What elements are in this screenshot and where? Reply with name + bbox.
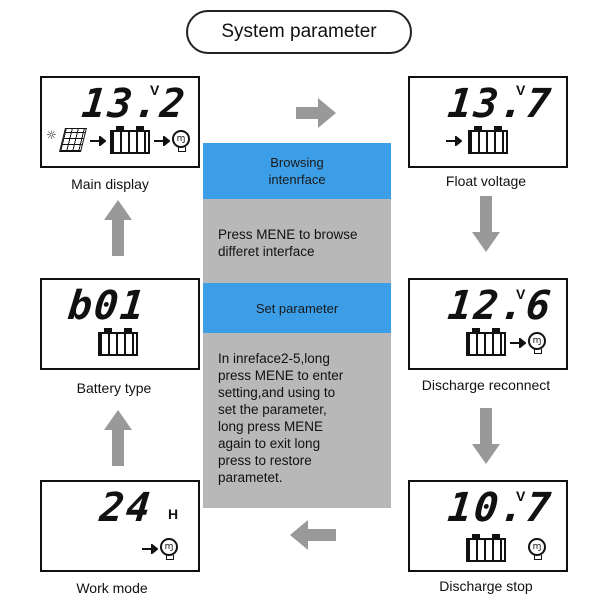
arrow-down-icon	[472, 408, 500, 464]
arrow-icon	[510, 338, 526, 348]
work-mode-lcd: 24 H ɱ	[40, 480, 200, 572]
discharge-reconnect-lcd: 12.6 V ɱ	[408, 278, 568, 370]
arrow-icon	[154, 136, 170, 146]
bulb-icon: ɱ	[172, 130, 190, 152]
float-voltage-unit: V	[516, 82, 526, 98]
arrow-icon	[142, 544, 158, 554]
discharge-reconnect-unit: V	[516, 286, 526, 302]
solar-panel-icon	[59, 128, 87, 152]
discharge-stop-value: 10.7	[445, 485, 555, 531]
arrow-up-icon	[104, 410, 132, 466]
bulb-icon: ɱ	[528, 538, 546, 560]
discharge-reconnect-label: Discharge reconnect	[421, 377, 551, 393]
main-display-label: Main display	[71, 176, 149, 192]
set-parameter-instructions: In inreface2-5,long press MENE to enter …	[218, 351, 344, 485]
arrow-icon	[90, 136, 106, 146]
main-display-unit: V	[150, 82, 160, 98]
sun-icon: ☼	[46, 128, 57, 142]
battery-type-label: Battery type	[76, 380, 152, 396]
discharge-stop-lcd: 10.7 V ɱ	[408, 480, 568, 572]
float-voltage-lcd: 13.7 V	[408, 76, 568, 168]
arrow-up-icon	[104, 200, 132, 256]
battery-type-lcd: b01	[40, 278, 200, 370]
discharge-stop-label: Discharge stop	[439, 578, 533, 594]
battery-icon	[468, 126, 508, 154]
arrow-down-icon	[472, 196, 500, 252]
main-display-lcd: 13.2 V ☼ ɱ	[40, 76, 200, 168]
float-voltage-label: Float voltage	[445, 173, 527, 189]
diagram-title: System parameter	[186, 10, 412, 54]
work-mode-label: Work mode	[76, 580, 148, 596]
bulb-icon: ɱ	[160, 538, 178, 560]
browsing-band: Browsing intenrface	[203, 143, 391, 199]
work-mode-value: 24	[97, 485, 155, 531]
arrow-icon	[446, 136, 462, 146]
arrow-left-icon	[290, 520, 336, 550]
arrow-right-icon	[296, 98, 336, 128]
work-mode-unit: H	[168, 506, 179, 522]
battery-icon	[466, 328, 506, 356]
battery-icon	[466, 534, 506, 562]
discharge-stop-unit: V	[516, 488, 526, 504]
battery-type-value: b01	[65, 283, 149, 329]
battery-icon	[98, 328, 138, 356]
set-parameter-band: Set parameter	[203, 283, 391, 333]
battery-icon	[110, 126, 150, 154]
discharge-reconnect-value: 12.6	[445, 283, 555, 329]
bulb-icon: ɱ	[528, 332, 546, 354]
float-voltage-value: 13.7	[445, 81, 555, 127]
main-display-value: 13.2	[79, 81, 189, 127]
browse-instructions: Press MENE to browse differet interface	[218, 227, 358, 259]
